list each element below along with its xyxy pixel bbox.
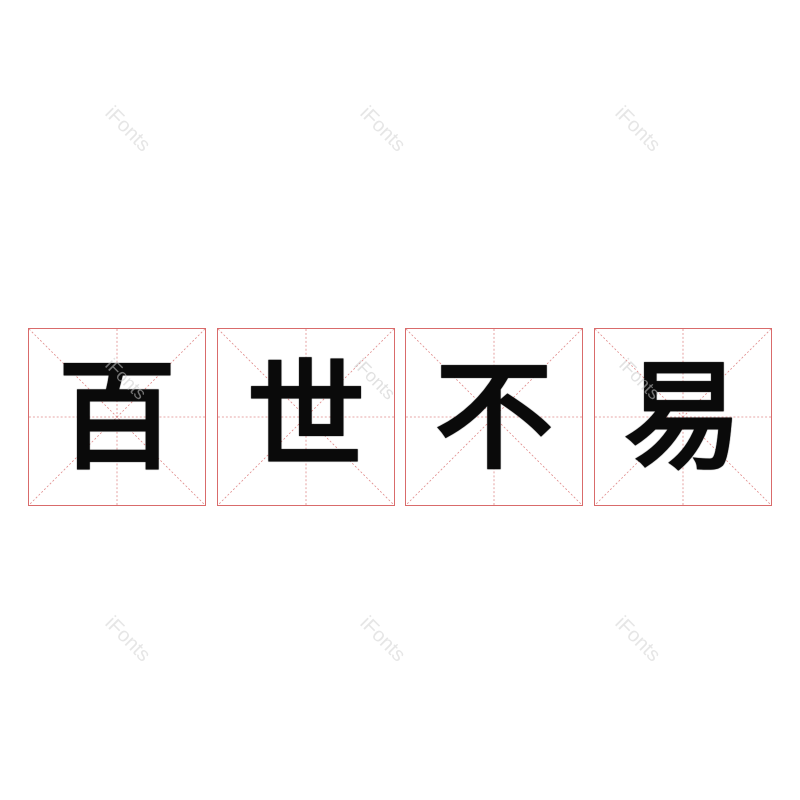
mizige-guide-icon [29, 329, 205, 505]
watermark-text: iFonts [610, 102, 665, 157]
mizige-guide-icon [218, 329, 394, 505]
watermark-text: iFonts [355, 612, 410, 667]
character-glyph: 不 [434, 348, 553, 486]
mizige-guide-icon [595, 329, 771, 505]
watermark-text: iFonts [610, 612, 665, 667]
character-box-1: 百 iFonts [28, 328, 206, 506]
watermark-text: iFonts [355, 102, 410, 157]
character-box-2: 世 iFonts [217, 328, 399, 506]
character-grid-row: 百 iFonts 世 iFonts 不 易 iFonts [28, 328, 773, 508]
character-glyph: 世 [246, 348, 365, 486]
character-glyph: 易 [623, 348, 742, 486]
character-box-3: 不 [405, 328, 583, 506]
watermark-text: iFonts [100, 102, 155, 157]
character-glyph: 百 [57, 348, 176, 486]
character-box-4: 易 iFonts [594, 328, 772, 506]
mizige-guide-icon [406, 329, 582, 505]
watermark-text: iFonts [100, 612, 155, 667]
